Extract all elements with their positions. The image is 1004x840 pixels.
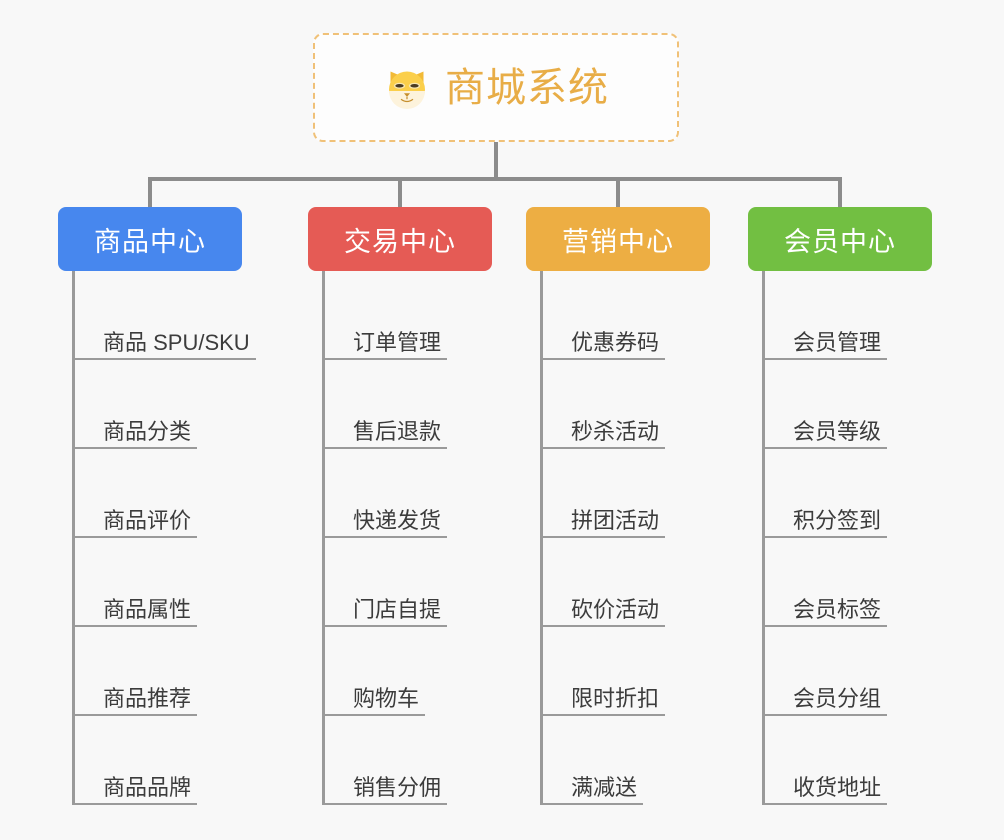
leaf-label: 限时折扣 — [571, 685, 660, 711]
dog-face-icon — [383, 64, 431, 112]
leaf-label: 积分签到 — [793, 507, 882, 533]
leaf-label: 商品评价 — [103, 507, 192, 533]
category-column-product: 商品中心 商品 SPU/SKU 商品分类 商品评价 商品属性 商品推荐 — [58, 207, 288, 805]
leaf-label: 订单管理 — [353, 329, 442, 355]
connector-horizontal-bus — [148, 177, 840, 181]
leaf-label: 商品属性 — [103, 596, 192, 622]
category-column-member: 会员中心 会员管理 会员等级 积分签到 会员标签 会员分组 — [748, 207, 978, 805]
leaf-list-member: 会员管理 会员等级 积分签到 会员标签 会员分组 收货地址 — [762, 271, 978, 805]
leaf-underline — [543, 625, 665, 627]
list-item[interactable]: 购物车 — [325, 627, 538, 716]
root-title: 商城系统 — [445, 65, 609, 110]
list-item[interactable]: 会员管理 — [765, 271, 978, 360]
leaf-underline — [325, 358, 447, 360]
leaf-underline — [325, 714, 425, 716]
leaf-underline — [75, 803, 197, 805]
list-item[interactable]: 售后退款 — [325, 360, 538, 449]
leaf-underline — [765, 447, 887, 449]
leaf-label: 商品分类 — [103, 418, 192, 444]
connector-drop-1 — [148, 177, 152, 207]
category-header-trade[interactable]: 交易中心 — [308, 207, 492, 271]
leaf-label: 商品品牌 — [103, 774, 192, 800]
leaf-underline — [543, 714, 665, 716]
leaf-label: 商品推荐 — [103, 685, 192, 711]
leaf-label: 会员分组 — [793, 685, 882, 711]
leaf-underline — [543, 803, 643, 805]
list-item[interactable]: 满减送 — [543, 716, 756, 805]
list-item[interactable]: 门店自提 — [325, 538, 538, 627]
category-column-marketing: 营销中心 优惠券码 秒杀活动 拼团活动 砍价活动 限时折扣 — [526, 207, 756, 805]
leaf-label: 快递发货 — [353, 507, 442, 533]
leaf-underline — [325, 536, 447, 538]
leaf-label: 商品 SPU/SKU — [103, 329, 250, 355]
leaf-label: 销售分佣 — [353, 774, 442, 800]
list-item[interactable]: 砍价活动 — [543, 538, 756, 627]
leaf-label: 满减送 — [571, 774, 638, 800]
category-label: 交易中心 — [344, 226, 456, 257]
category-label: 营销中心 — [562, 226, 674, 257]
category-label: 会员中心 — [784, 226, 896, 257]
list-item[interactable]: 商品推荐 — [75, 627, 288, 716]
leaf-label: 拼团活动 — [571, 507, 660, 533]
leaf-underline — [765, 714, 887, 716]
leaf-label: 会员标签 — [793, 596, 882, 622]
leaf-underline — [75, 625, 197, 627]
list-item[interactable]: 积分签到 — [765, 449, 978, 538]
leaf-underline — [543, 447, 665, 449]
list-item[interactable]: 会员标签 — [765, 538, 978, 627]
list-item[interactable]: 商品评价 — [75, 449, 288, 538]
root-node[interactable]: 商城系统 — [313, 33, 679, 142]
leaf-underline — [325, 803, 447, 805]
list-item[interactable]: 商品分类 — [75, 360, 288, 449]
category-header-product[interactable]: 商品中心 — [58, 207, 242, 271]
list-item[interactable]: 秒杀活动 — [543, 360, 756, 449]
list-item[interactable]: 商品 SPU/SKU — [75, 271, 288, 360]
leaf-underline — [75, 358, 256, 360]
leaf-underline — [325, 447, 447, 449]
leaf-list-trade: 订单管理 售后退款 快递发货 门店自提 购物车 销售分佣 — [322, 271, 538, 805]
list-item[interactable]: 订单管理 — [325, 271, 538, 360]
list-item[interactable]: 会员等级 — [765, 360, 978, 449]
list-item[interactable]: 商品属性 — [75, 538, 288, 627]
leaf-list-marketing: 优惠券码 秒杀活动 拼团活动 砍价活动 限时折扣 满减送 — [540, 271, 756, 805]
leaf-underline — [765, 803, 887, 805]
connector-root-stem — [494, 142, 498, 180]
category-label: 商品中心 — [94, 226, 206, 257]
list-item[interactable]: 拼团活动 — [543, 449, 756, 538]
leaf-label: 会员等级 — [793, 418, 882, 444]
connector-drop-4 — [838, 177, 842, 207]
leaf-underline — [75, 447, 197, 449]
category-column-trade: 交易中心 订单管理 售后退款 快递发货 门店自提 购物车 — [308, 207, 538, 805]
list-item[interactable]: 快递发货 — [325, 449, 538, 538]
leaf-underline — [765, 358, 887, 360]
category-header-member[interactable]: 会员中心 — [748, 207, 932, 271]
leaf-list-product: 商品 SPU/SKU 商品分类 商品评价 商品属性 商品推荐 商品品牌 — [72, 271, 288, 805]
leaf-underline — [543, 536, 665, 538]
leaf-underline — [765, 536, 887, 538]
leaf-label: 优惠券码 — [571, 329, 660, 355]
leaf-underline — [75, 714, 197, 716]
leaf-label: 售后退款 — [353, 418, 442, 444]
list-item[interactable]: 收货地址 — [765, 716, 978, 805]
category-header-marketing[interactable]: 营销中心 — [526, 207, 710, 271]
list-item[interactable]: 会员分组 — [765, 627, 978, 716]
leaf-underline — [75, 536, 197, 538]
connector-drop-2 — [398, 177, 402, 207]
connector-drop-3 — [616, 177, 620, 207]
leaf-underline — [543, 358, 665, 360]
leaf-label: 会员管理 — [793, 329, 882, 355]
leaf-label: 秒杀活动 — [571, 418, 660, 444]
list-item[interactable]: 商品品牌 — [75, 716, 288, 805]
list-item[interactable]: 限时折扣 — [543, 627, 756, 716]
leaf-label: 门店自提 — [353, 596, 442, 622]
list-item[interactable]: 销售分佣 — [325, 716, 538, 805]
list-item[interactable]: 优惠券码 — [543, 271, 756, 360]
leaf-underline — [765, 625, 887, 627]
leaf-label: 购物车 — [353, 685, 420, 711]
leaf-label: 砍价活动 — [571, 596, 660, 622]
leaf-label: 收货地址 — [793, 774, 882, 800]
leaf-underline — [325, 625, 447, 627]
